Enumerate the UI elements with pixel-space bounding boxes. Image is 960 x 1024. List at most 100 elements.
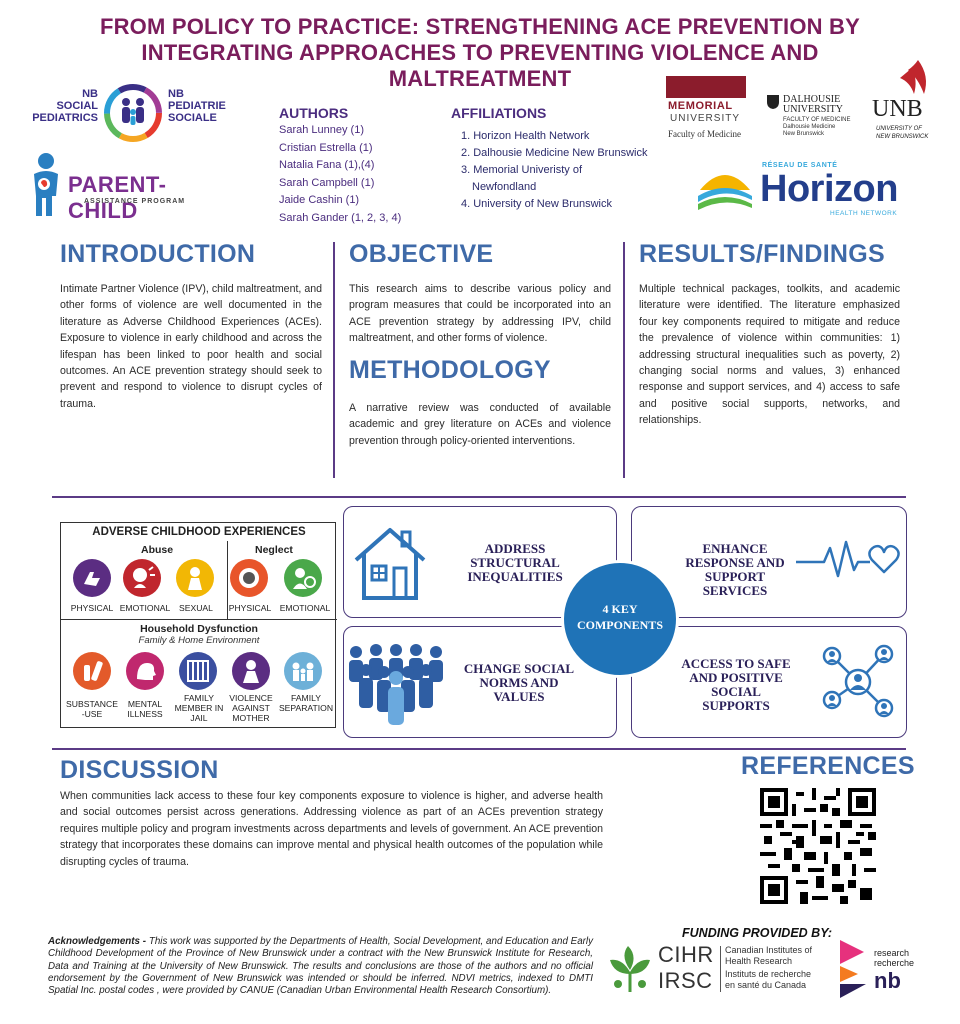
affiliation-item: Newfondland	[472, 181, 537, 193]
logo-text: nb	[874, 968, 901, 993]
family-in-jail-icon	[179, 652, 217, 690]
physical-abuse-icon	[73, 559, 111, 597]
affiliation-item: 4. University of New Brunswick	[461, 198, 612, 210]
ace-caption: PHYSICAL	[70, 603, 114, 613]
ace-caption: EMOTIONAL	[279, 603, 331, 613]
logo-text: UNIVERSITY	[670, 113, 741, 124]
author-item: Sarah Gander (1, 2, 3, 4)	[279, 211, 402, 224]
family-separation-icon	[284, 652, 322, 690]
logo-text: Dalhousie Medicine	[783, 124, 836, 130]
nb-social-pediatrics-logo: NB SOCIAL PEDIATRICS NB PEDIATRIE SOCIAL…	[24, 82, 234, 144]
references-heading: REFERENCES	[741, 752, 915, 780]
logo-text: HEALTH NETWORK	[830, 210, 898, 217]
logo-text: DALHOUSIE	[783, 94, 841, 105]
shield-icon	[767, 95, 779, 109]
parent-child-figure-icon	[34, 153, 58, 216]
household-dysfunction-label: Household Dysfunction	[140, 623, 258, 635]
affiliations-heading: AFFILIATIONS	[451, 105, 547, 121]
ace-caption: SEXUAL	[179, 603, 213, 613]
memorial-logo: MEMORIAL UNIVERSITY Faculty of Medicine	[666, 76, 746, 142]
physical-neglect-icon	[230, 559, 268, 597]
author-item: Cristian Estrella (1)	[279, 141, 373, 154]
horizon-logo: RÉSEAU DE SANTÉ Horizon HEALTH NETWORK	[696, 160, 916, 218]
methodology-heading: METHODOLOGY	[349, 356, 551, 384]
parent-child-logo: PARENT-CHILD ASSISTANCE PROGRAM	[24, 152, 234, 223]
logo-text: recherche	[874, 958, 915, 968]
section-divider	[52, 496, 906, 498]
discussion-text: When communities lack access to these fo…	[60, 790, 603, 868]
column-divider	[623, 242, 625, 478]
section-divider	[52, 748, 906, 750]
discussion-heading: DISCUSSION	[60, 756, 219, 784]
logo-text: FACULTY OF MEDICINE	[783, 117, 851, 123]
logo-text: NB	[168, 88, 184, 100]
horizon-sun-icon	[698, 175, 752, 210]
results-text: Multiple technical packages, toolkits, a…	[639, 283, 900, 427]
dalhousie-logo: DALHOUSIE UNIVERSITY FACULTY OF MEDICINE…	[766, 92, 866, 144]
horizon-wordmark: Horizon	[760, 168, 898, 210]
methodology-text: A narrative review was conducted of avai…	[349, 402, 611, 447]
cihr-divider	[720, 946, 721, 992]
cihr-text: CIHR	[658, 942, 714, 967]
logo-text: UNIVERSITY	[783, 104, 843, 115]
acknowledgements-label: Acknowledgements -	[48, 936, 147, 947]
logo-text: NEW BRUNSWICK	[876, 134, 929, 140]
irsc-text: IRSC	[658, 968, 713, 993]
abuse-label: Abuse	[141, 544, 174, 556]
author-item: Sarah Campbell (1)	[279, 176, 375, 189]
research-nb-logo: research recherche nb	[836, 938, 926, 1002]
logo-text: Faculty of Medicine	[668, 129, 741, 139]
heartbeat-icon	[796, 540, 900, 578]
acknowledgements: Acknowledgements - This work was support…	[48, 936, 593, 997]
results-heading: RESULTS/FINDINGS	[639, 240, 886, 268]
authors-list: Sarah Lunney (1) Cristian Estrella (1) N…	[279, 122, 401, 227]
introduction-heading: INTRODUCTION	[60, 240, 256, 268]
parent-child-wordmark: PARENT-CHILD	[68, 172, 167, 223]
logo-text: research	[874, 948, 910, 958]
affiliation-item: 2. Dalhousie Medicine New Brunswick	[461, 147, 648, 159]
people-group-icon	[349, 644, 443, 725]
substance-use-icon	[73, 652, 111, 690]
neglect-label: Neglect	[255, 544, 293, 556]
ace-caption: EMOTIONAL	[119, 603, 171, 613]
emotional-neglect-icon	[284, 559, 322, 597]
unb-sail-icon	[900, 60, 926, 94]
ace-divider	[61, 619, 337, 620]
sexual-abuse-icon	[176, 559, 214, 597]
unb-logo: UNB UNIVERSITY OF NEW BRUNSWICK	[872, 58, 938, 148]
logo-text: MEMORIAL	[668, 100, 733, 112]
parent-child-subtitle: ASSISTANCE PROGRAM	[84, 198, 186, 205]
affiliation-item: 3. Memorial Univeristy of	[461, 164, 583, 176]
logo-text: RÉSEAU DE SANTÉ	[762, 162, 838, 169]
logo-text: NB	[82, 88, 98, 100]
research-nb-shapes-icon	[840, 940, 866, 998]
mental-illness-icon	[126, 652, 164, 690]
poster-title: FROM POLICY TO PRACTICE: STRENGTHENING A…	[99, 14, 861, 91]
references-qr-code[interactable]	[760, 788, 876, 904]
house-icon	[354, 528, 426, 600]
author-item: Sarah Lunney (1)	[279, 124, 364, 136]
affiliation-item: 1. Horizon Health Network	[461, 130, 590, 142]
affiliations-list: 1. Horizon Health Network 2. Dalhousie M…	[461, 128, 647, 213]
objective-text: This research aims to describe various p…	[349, 283, 611, 345]
logo-text: UNB	[872, 96, 923, 122]
family-ring-icon	[104, 84, 162, 142]
cihr-leaf-icon	[610, 946, 650, 992]
network-icon	[822, 644, 894, 718]
acknowledgements-text: This work was supported by the Departmen…	[48, 936, 593, 997]
logo-text: UNIVERSITY OF	[876, 126, 922, 132]
objective-heading: OBJECTIVE	[349, 240, 494, 268]
column-divider	[333, 242, 335, 478]
author-item: Jaide Cashin (1)	[279, 194, 360, 206]
logo-text: SOCIAL	[56, 100, 98, 112]
